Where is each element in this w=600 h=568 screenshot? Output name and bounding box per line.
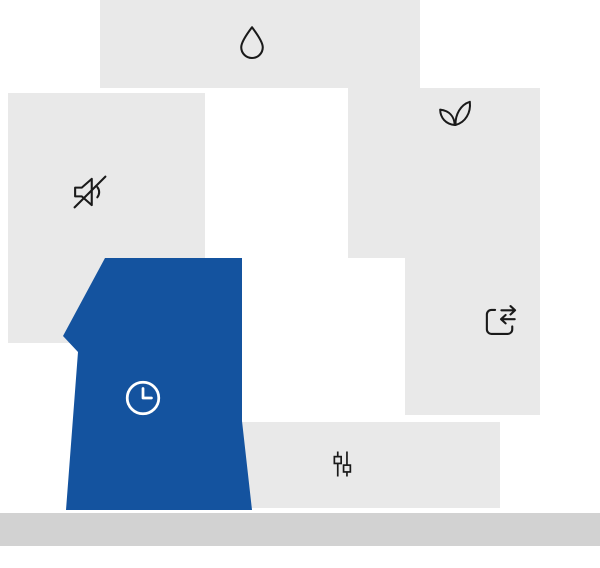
program-transfer-icon <box>479 301 521 343</box>
clock-icon <box>121 376 165 420</box>
program-transfer-tile[interactable] <box>405 155 540 415</box>
eco-leaves-icon <box>435 92 475 132</box>
water-drop-icon <box>233 23 271 61</box>
settings-tile[interactable] <box>210 422 500 508</box>
timer-tile[interactable] <box>63 258 252 510</box>
speaker-muted-icon <box>69 171 111 213</box>
water-tile[interactable] <box>100 0 420 88</box>
sliders-icon <box>325 447 359 481</box>
footer-bar <box>0 513 600 546</box>
